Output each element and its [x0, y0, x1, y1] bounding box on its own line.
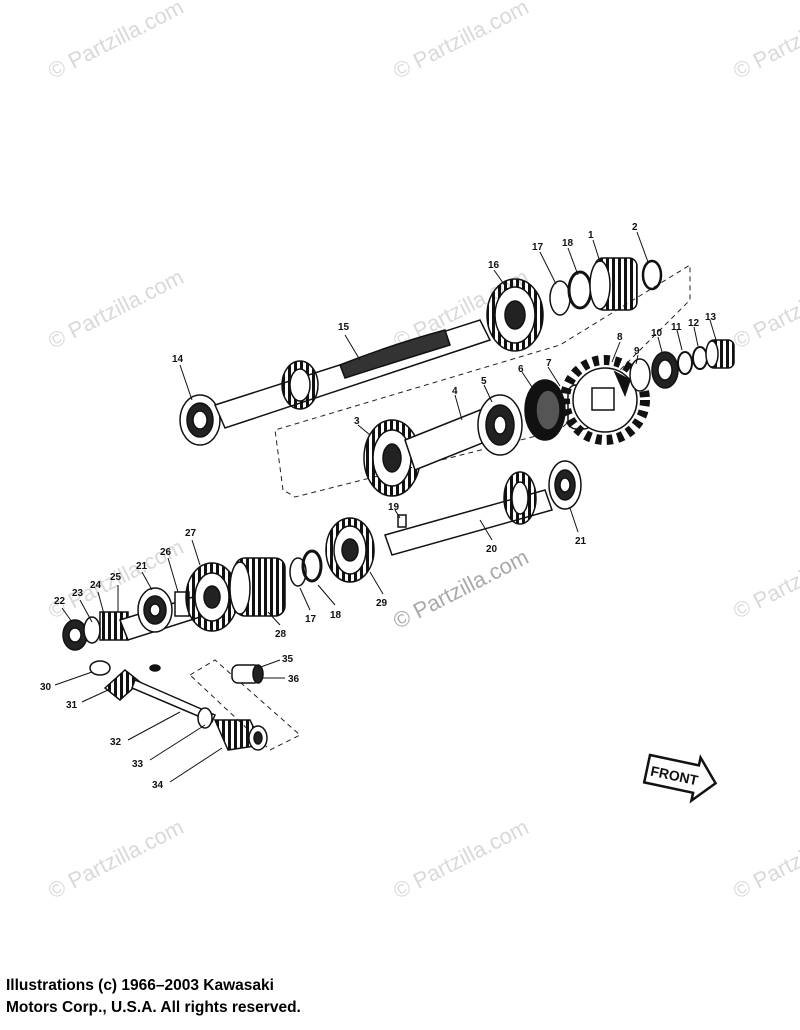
callout-32: 32	[110, 737, 122, 748]
callout-25: 25	[110, 572, 122, 583]
callout-16: 16	[488, 260, 500, 271]
callout-2: 2	[632, 222, 638, 233]
gear-28	[229, 557, 286, 617]
gear-3	[363, 419, 421, 497]
front-arrow-icon: FRONT	[642, 753, 718, 804]
ring-2	[641, 259, 663, 291]
bearing-21	[548, 460, 582, 510]
callout-18: 18	[330, 610, 342, 621]
callout-18: 18	[562, 238, 574, 249]
nut-13	[705, 339, 735, 369]
leader-lines	[54, 231, 717, 783]
callout-19: 19	[388, 502, 400, 513]
callout-11: 11	[671, 322, 682, 333]
ring-18	[567, 270, 593, 310]
callout-4: 4	[452, 386, 458, 397]
bearing-5	[477, 394, 523, 456]
callout-15: 15	[338, 322, 350, 333]
callout-20: 20	[486, 544, 498, 555]
callout-31: 31	[66, 700, 78, 711]
callout-17: 17	[532, 242, 544, 253]
callout-7: 7	[546, 358, 552, 369]
callout-17: 17	[305, 614, 317, 625]
callout-21: 21	[575, 536, 587, 547]
countershaft-assembly	[179, 257, 663, 446]
callout-21: 21	[136, 561, 148, 572]
callout-28: 28	[275, 629, 287, 640]
mainshaft-assembly	[325, 460, 582, 583]
pin-dot	[149, 664, 161, 672]
callout-1: 1	[588, 230, 594, 241]
callout-27: 27	[185, 528, 197, 539]
bearing-21	[137, 587, 173, 633]
copyright-line-2: Motors Corp., U.S.A. All rights reserved…	[6, 999, 301, 1016]
ring-11	[677, 351, 693, 375]
sprocket-8	[560, 355, 650, 445]
callout-14: 14	[172, 354, 184, 365]
washer-33	[197, 707, 213, 729]
washer-30	[89, 660, 111, 676]
pin-19	[397, 514, 407, 528]
spline-gear-20	[503, 471, 537, 525]
lower-shaft-assembly	[62, 549, 323, 651]
ring-12	[692, 346, 708, 370]
seal-6	[524, 379, 566, 441]
copyright-line-1: Illustrations (c) 1966–2003 Kawasaki	[6, 977, 274, 994]
ring-18	[301, 549, 323, 583]
output-assembly	[363, 339, 735, 497]
callout-8: 8	[617, 332, 623, 343]
callout-33: 33	[132, 759, 144, 770]
gear-29	[325, 517, 375, 583]
nut-10	[651, 351, 679, 389]
housing-34	[213, 719, 268, 751]
callout-22: 22	[54, 596, 66, 607]
callout-35: 35	[282, 654, 294, 665]
callout-26: 26	[160, 547, 172, 558]
cap-22	[62, 619, 88, 651]
bushing-35	[231, 664, 264, 684]
callout-13: 13	[705, 312, 717, 323]
callout-36: 36	[288, 674, 300, 685]
bearing-14	[179, 394, 221, 446]
callout-6: 6	[518, 364, 524, 375]
gear-16	[486, 278, 544, 352]
callout-23: 23	[72, 588, 84, 599]
hub-4	[404, 409, 491, 471]
callout-12: 12	[688, 318, 700, 329]
callout-34: 34	[152, 780, 164, 791]
callout-30: 30	[40, 682, 52, 693]
washer-23	[83, 616, 101, 644]
callout-3: 3	[354, 416, 360, 427]
callout-10: 10	[651, 328, 663, 339]
dashed-assembly-frame	[189, 264, 691, 751]
gear-27	[185, 562, 239, 632]
callout-9: 9	[634, 346, 640, 357]
callout-5: 5	[481, 376, 487, 387]
callout-29: 29	[376, 598, 388, 609]
speedometer-drive	[89, 660, 268, 751]
washer-17	[549, 280, 571, 316]
callout-labels: 1 2 17 18 16 15 14 3 4 5 6 7 8 9 10 11 1…	[40, 222, 717, 791]
callout-24: 24	[90, 580, 102, 591]
copyright-notice: Illustrations (c) 1966–2003 Kawasaki Mot…	[6, 975, 301, 1019]
gear-1	[589, 257, 638, 311]
spline-gear-15	[281, 360, 319, 410]
lock-washer-9	[629, 358, 651, 392]
